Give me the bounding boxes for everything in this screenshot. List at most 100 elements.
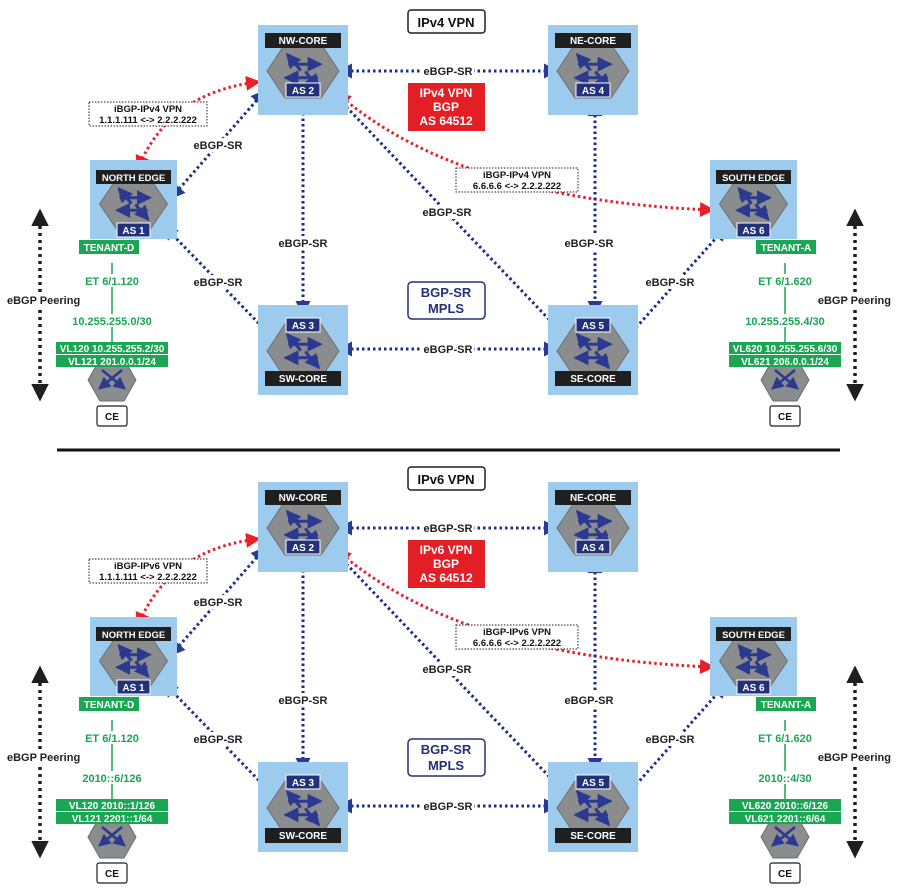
ce-vlan2-bg (729, 812, 841, 824)
ce-interface: ET 6/1.620 (758, 276, 812, 288)
as-badge-bg (736, 679, 771, 695)
mpls-box (407, 738, 486, 777)
ce-arrow-icon (771, 826, 796, 847)
link-label: eBGP-SR (194, 140, 243, 152)
ce-box (769, 405, 801, 427)
link-label-bg (192, 732, 244, 746)
ce-label: CE (778, 869, 792, 880)
ce-subnet: 10.255.255.4/30 (745, 316, 825, 328)
link-label-bg (421, 205, 473, 219)
section-title: IPv6 VPN (417, 472, 474, 487)
tenant-label: TENANT-D (84, 700, 135, 711)
as-badge: AS 3 (292, 321, 315, 332)
as-badge: AS 2 (292, 543, 315, 554)
ibgp-left-line1: iBGP-IPv6 VPN (114, 561, 182, 572)
ce-vlan2-bg (56, 355, 168, 367)
bgp-box-line1: IPv4 VPN (420, 86, 473, 100)
arrow-downright-icon (304, 351, 321, 370)
ce-vlan2-bg (729, 355, 841, 367)
ce-vlan2: VL621 206.0.0.1/24 (741, 357, 829, 368)
link-label-bg (563, 236, 615, 250)
arrow-downright-icon (754, 660, 770, 678)
tenant-bg (79, 697, 139, 711)
arrow-upleft-icon (575, 332, 592, 351)
arrow-upleft-icon (575, 52, 592, 71)
ce-label: CE (105, 869, 119, 880)
switch-name: NW-CORE (279, 493, 328, 504)
ibgp-left-line2: 1.1.1.111 <-> 2.2.2.222 (99, 115, 197, 126)
tenant-bg (756, 697, 816, 711)
ce-vlan1: VL120 10.255.255.2/30 (60, 344, 165, 355)
link-label-bg (644, 732, 696, 746)
as-badge-bg (736, 222, 771, 238)
ce-subnet: 2010::4/30 (758, 773, 811, 785)
arrow-upleft-icon (737, 187, 753, 205)
switch-name: SW-CORE (279, 831, 327, 842)
ce-box (769, 862, 801, 884)
link-label: eBGP-SR (424, 523, 473, 535)
link-label: eBGP-SR (646, 734, 695, 746)
as-badge-bg (116, 222, 151, 238)
ce-vlan2: VL121 2201::1/64 (72, 814, 153, 825)
switch-name-bg (716, 170, 791, 184)
bgp-box (408, 540, 485, 588)
section-title-box (407, 466, 486, 491)
switch-name: NORTH EDGE (102, 630, 165, 641)
ce-vlan1-bg (56, 799, 168, 811)
link-label-bg (192, 138, 244, 152)
ibgp-right-curve (335, 92, 715, 218)
peering-label-left: eBGP Peering (7, 752, 80, 764)
peering-label-bg (821, 750, 895, 764)
arrow-downright-icon (304, 808, 321, 827)
link-label: eBGP-SR (194, 597, 243, 609)
switch-name-bg (265, 371, 341, 386)
ce-label: CE (105, 412, 119, 423)
ce-interface-bg (751, 731, 819, 744)
link-label-bg (421, 662, 473, 676)
ce-vlan1: VL620 10.255.255.6/30 (733, 344, 838, 355)
as-badge: AS 6 (742, 226, 765, 237)
link-label-bg (644, 275, 696, 289)
link-label: eBGP-SR (194, 734, 243, 746)
switch-name: NE-CORE (570, 36, 616, 47)
ce-interface: ET 6/1.620 (758, 733, 812, 745)
ce-arrow-icon (771, 369, 796, 390)
link-label: eBGP-SR (423, 207, 472, 219)
arrow-upleft-icon (575, 509, 592, 528)
switch-name: SE-CORE (570, 831, 616, 842)
arrow-downright-icon (134, 660, 150, 678)
ce-interface: ET 6/1.120 (85, 733, 139, 745)
link-label: eBGP-SR (646, 277, 695, 289)
ce-vlan1-bg (56, 342, 168, 354)
tenant-label: TENANT-D (84, 243, 135, 254)
arrow-downright-icon (594, 351, 611, 370)
ce-subnet: 10.255.255.0/30 (72, 316, 152, 328)
as-badge: AS 1 (122, 683, 145, 694)
switch-name: SOUTH EDGE (722, 630, 785, 641)
ce-label: CE (778, 412, 792, 423)
switch-se: SE-CORE AS 5 (548, 305, 638, 395)
switch-name: SE-CORE (570, 374, 616, 385)
bgp-box-line3: AS 64512 (419, 114, 473, 128)
link-label: eBGP-SR (565, 238, 614, 250)
link-label: eBGP-SR (423, 664, 472, 676)
peering-label-right: eBGP Peering (818, 295, 891, 307)
ce-subnet-bg (739, 771, 831, 784)
as-badge-bg (285, 82, 321, 98)
mpls-box-line1: BGP-SR (421, 285, 472, 300)
link-label-bg (422, 342, 474, 356)
peering-label-left: eBGP Peering (7, 295, 80, 307)
tenant-bg (79, 240, 139, 254)
as-badge: AS 5 (582, 321, 605, 332)
switch-name-bg (265, 828, 341, 843)
switch-name-bg (555, 828, 631, 843)
as-badge-bg (575, 539, 611, 555)
